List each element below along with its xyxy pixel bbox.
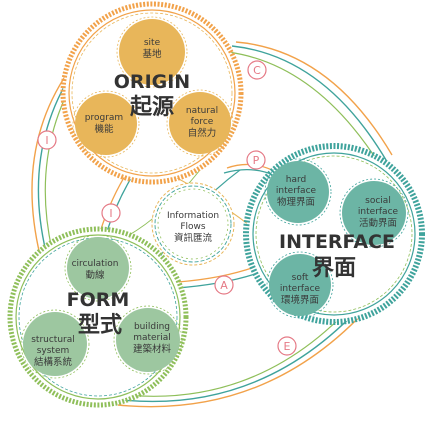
letter-c: C — [253, 64, 261, 77]
interface-title-cn: 界面 — [312, 256, 356, 281]
origin-node-natural — [169, 92, 231, 154]
belt-origin-interface-3 — [227, 51, 381, 166]
form-node-building-ring — [113, 305, 183, 375]
interface-title: INTERFACE — [279, 231, 395, 253]
letter-i-left-circle — [37, 130, 57, 150]
origin-node-natural-ring — [166, 89, 234, 157]
letter-i-mid: I — [109, 207, 112, 220]
origin-node-site — [119, 19, 185, 85]
origin-item-site-en: site — [144, 38, 161, 48]
belt-form-interface-1 — [117, 299, 376, 408]
origin-title-cn: 起源 — [129, 95, 174, 120]
form-node-circulation — [67, 237, 129, 299]
center-circle-fill — [152, 183, 234, 265]
interface-item-soft-en1: soft — [292, 273, 309, 283]
origin-item-program-en: program — [85, 113, 123, 123]
center-ring-2 — [154, 185, 232, 263]
origin-item-natural-cn: 自然力 — [188, 127, 217, 139]
form-item-circulation-cn: 動線 — [85, 269, 105, 281]
form-item-structural-cn: 結構系統 — [34, 356, 73, 368]
interface-cluster: hard interface 物理界面 social interface 活動界… — [243, 143, 425, 325]
form-item-building-cn: 建築材料 — [133, 343, 172, 355]
letter-c-circle — [247, 60, 267, 80]
letter-p: P — [253, 154, 260, 167]
origin-title: ORIGIN — [114, 71, 190, 93]
origin-item-natural-en1: natural — [186, 106, 218, 116]
form-item-structural-en2: system — [37, 346, 70, 356]
center-line2: Flows — [180, 222, 206, 232]
origin-node-program — [75, 93, 137, 155]
letter-a: A — [220, 279, 228, 292]
form-inner-ring — [15, 234, 181, 400]
form-title: FORM — [67, 289, 130, 311]
interface-item-hard-cn: 物理界面 — [277, 196, 315, 208]
center-line1: Information — [167, 211, 219, 221]
form-node-building — [116, 308, 180, 372]
letter-marker-a: A — [214, 275, 234, 295]
letter-e: E — [284, 340, 291, 353]
interface-item-hard-en1: hard — [286, 175, 306, 185]
letter-e-circle — [277, 336, 297, 356]
origin-item-natural-en2: force — [191, 117, 214, 127]
center-ring-1 — [151, 182, 235, 266]
form-item-structural-en1: structural — [31, 335, 75, 345]
form-node-circulation-ring — [64, 234, 132, 302]
letter-p-circle — [246, 150, 266, 170]
letter-i-mid-circle — [101, 203, 121, 223]
form-node-structural-ring — [20, 309, 90, 379]
belt-origin-interface-2 — [231, 45, 387, 161]
center-ring-3 — [157, 188, 229, 260]
interface-item-hard-en2: interface — [276, 186, 317, 196]
form-item-building-en1: building — [134, 322, 170, 332]
information-flows: Information Flows 資訊匯流 — [151, 182, 235, 266]
origin-node-site-ring — [116, 16, 188, 88]
interface-node-soft-ring — [266, 251, 334, 319]
belt-origin-interface-1 — [235, 41, 393, 156]
interface-item-social-en2: interface — [358, 207, 399, 217]
form-item-building-en2: material — [133, 333, 171, 343]
letter-marker-e: E — [277, 336, 297, 356]
interface-item-social-cn: 活動界面 — [359, 217, 397, 229]
letter-i-left: I — [45, 134, 48, 147]
origin-node-program-ring — [72, 90, 140, 158]
letter-marker-p: P — [246, 150, 266, 170]
interface-item-soft-cn: 環境界面 — [281, 294, 319, 306]
origin-cluster: site 基地 program 機能 natural force 自然力 ORI… — [60, 1, 244, 185]
form-cluster: circulation 動線 building material 建築材料 st… — [7, 226, 189, 408]
interface-node-hard-ring — [264, 158, 332, 226]
belt-origin-form-1 — [31, 71, 69, 256]
form-node-structural — [23, 312, 87, 376]
interface-node-soft — [269, 254, 331, 316]
letter-marker-i-mid: I — [101, 203, 121, 223]
interface-inner-ring-2 — [255, 155, 413, 313]
origin-item-program-cn: 機能 — [94, 123, 114, 135]
center-cn: 資訊匯流 — [174, 232, 213, 244]
form-title-cn: 型式 — [78, 313, 122, 338]
origin-inner-ring — [68, 9, 236, 177]
interface-node-social — [342, 181, 406, 245]
letter-marker-c: C — [247, 60, 267, 80]
belt-origin-form-2 — [37, 69, 75, 253]
letter-marker-i-left: I — [37, 130, 57, 150]
interface-node-hard — [267, 161, 329, 223]
letter-markers: C I P I A E — [37, 60, 297, 356]
belt-form-interface-2 — [121, 295, 371, 403]
origin-inner-ring-2 — [71, 12, 233, 174]
interface-item-soft-en2: interface — [280, 284, 321, 294]
form-item-circulation-en: circulation — [72, 259, 119, 269]
interface-inner-ring — [252, 152, 416, 316]
origin-item-site-cn: 基地 — [142, 48, 162, 60]
letter-a-circle — [214, 275, 234, 295]
interface-item-social-en1: social — [365, 196, 391, 206]
interface-node-social-ring — [339, 178, 409, 248]
